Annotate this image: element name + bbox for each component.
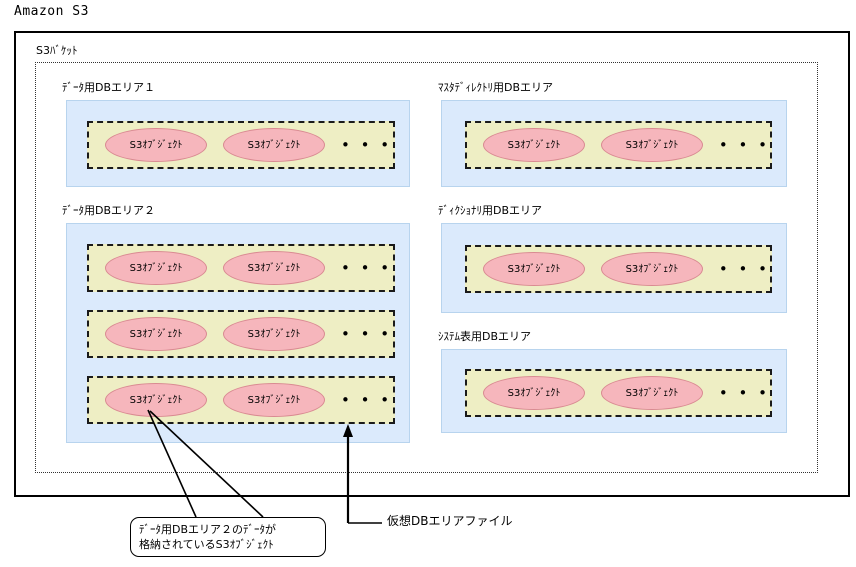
s3-object: S3ｵﾌﾞｼﾞｪｸﾄ xyxy=(105,128,207,162)
more-objects-ellipsis: • • • xyxy=(341,135,393,154)
virtual-db-area-file: S3ｵﾌﾞｼﾞｪｸﾄ S3ｵﾌﾞｼﾞｪｸﾄ • • • xyxy=(87,376,395,424)
area-label-data-db-area-2: ﾃﾞｰﾀ用DBエリア２ xyxy=(62,204,156,217)
more-objects-ellipsis: • • • xyxy=(718,259,770,278)
s3-object: S3ｵﾌﾞｼﾞｪｸﾄ xyxy=(483,376,585,410)
amazon-s3-boundary-box xyxy=(14,31,850,497)
s3-bucket-boundary-box xyxy=(35,62,818,473)
area-label-system-table-db-area: ｼｽﾃﾑ表用DBエリア xyxy=(438,330,532,343)
virtual-db-area-file: S3ｵﾌﾞｼﾞｪｸﾄ S3ｵﾌﾞｼﾞｪｸﾄ • • • xyxy=(87,310,395,358)
more-objects-ellipsis: • • • xyxy=(718,135,770,154)
callout-line-1: ﾃﾞｰﾀ用DBエリア２のﾃﾞｰﾀが xyxy=(139,523,277,536)
s3-object: S3ｵﾌﾞｼﾞｪｸﾄ xyxy=(105,251,207,285)
virtual-db-area-file: S3ｵﾌﾞｼﾞｪｸﾄ S3ｵﾌﾞｼﾞｪｸﾄ • • • xyxy=(87,244,395,292)
s3-object: S3ｵﾌﾞｼﾞｪｸﾄ xyxy=(223,251,325,285)
s3-bucket-label: S3ﾊﾞｹｯﾄ xyxy=(36,44,78,57)
area-panel-system-table-db-area: S3ｵﾌﾞｼﾞｪｸﾄ S3ｵﾌﾞｼﾞｪｸﾄ • • • xyxy=(441,349,787,433)
area-panel-data-db-area-2: S3ｵﾌﾞｼﾞｪｸﾄ S3ｵﾌﾞｼﾞｪｸﾄ • • • S3ｵﾌﾞｼﾞｪｸﾄ S… xyxy=(66,223,410,443)
more-objects-ellipsis: • • • xyxy=(341,390,393,409)
virtual-db-area-file: S3ｵﾌﾞｼﾞｪｸﾄ S3ｵﾌﾞｼﾞｪｸﾄ • • • xyxy=(465,121,772,169)
s3-object: S3ｵﾌﾞｼﾞｪｸﾄ xyxy=(223,383,325,417)
s3-object: S3ｵﾌﾞｼﾞｪｸﾄ xyxy=(600,252,703,286)
area-label-dictionary-db-area: ﾃﾞｨｸｼｮﾅﾘ用DBエリア xyxy=(438,204,543,217)
s3-object: S3ｵﾌﾞｼﾞｪｸﾄ xyxy=(483,252,585,286)
area-label-data-db-area-1: ﾃﾞｰﾀ用DBエリア１ xyxy=(62,81,156,94)
more-objects-ellipsis: • • • xyxy=(341,324,393,343)
area-label-master-directory-db-area: ﾏｽﾀﾃﾞｨﾚｸﾄﾘ用DBエリア xyxy=(438,81,554,94)
s3-object: S3ｵﾌﾞｼﾞｪｸﾄ xyxy=(600,376,703,410)
more-objects-ellipsis: • • • xyxy=(341,258,393,277)
virtual-db-area-file: S3ｵﾌﾞｼﾞｪｸﾄ S3ｵﾌﾞｼﾞｪｸﾄ • • • xyxy=(465,245,772,293)
callout-line-2: 格納されているS3ｵﾌﾞｼﾞｪｸﾄ xyxy=(139,538,274,551)
s3-object: S3ｵﾌﾞｼﾞｪｸﾄ xyxy=(600,128,703,162)
virtual-db-area-file-label: 仮想DBエリアファイル xyxy=(387,514,513,528)
amazon-s3-caption: Amazon S3 xyxy=(14,4,89,19)
s3-object-annotated: S3ｵﾌﾞｼﾞｪｸﾄ xyxy=(105,383,207,417)
s3-object-callout: ﾃﾞｰﾀ用DBエリア２のﾃﾞｰﾀが 格納されているS3ｵﾌﾞｼﾞｪｸﾄ xyxy=(130,517,326,557)
more-objects-ellipsis: • • • xyxy=(718,383,770,402)
area-panel-data-db-area-1: S3ｵﾌﾞｼﾞｪｸﾄ S3ｵﾌﾞｼﾞｪｸﾄ • • • xyxy=(66,100,410,187)
s3-object: S3ｵﾌﾞｼﾞｪｸﾄ xyxy=(105,317,207,351)
s3-object: S3ｵﾌﾞｼﾞｪｸﾄ xyxy=(223,317,325,351)
virtual-db-area-file: S3ｵﾌﾞｼﾞｪｸﾄ S3ｵﾌﾞｼﾞｪｸﾄ • • • xyxy=(465,369,772,417)
area-panel-dictionary-db-area: S3ｵﾌﾞｼﾞｪｸﾄ S3ｵﾌﾞｼﾞｪｸﾄ • • • xyxy=(441,223,787,313)
s3-object: S3ｵﾌﾞｼﾞｪｸﾄ xyxy=(223,128,325,162)
s3-object: S3ｵﾌﾞｼﾞｪｸﾄ xyxy=(483,128,585,162)
area-panel-master-directory-db-area: S3ｵﾌﾞｼﾞｪｸﾄ S3ｵﾌﾞｼﾞｪｸﾄ • • • xyxy=(441,100,787,187)
virtual-db-area-file: S3ｵﾌﾞｼﾞｪｸﾄ S3ｵﾌﾞｼﾞｪｸﾄ • • • xyxy=(87,121,395,169)
